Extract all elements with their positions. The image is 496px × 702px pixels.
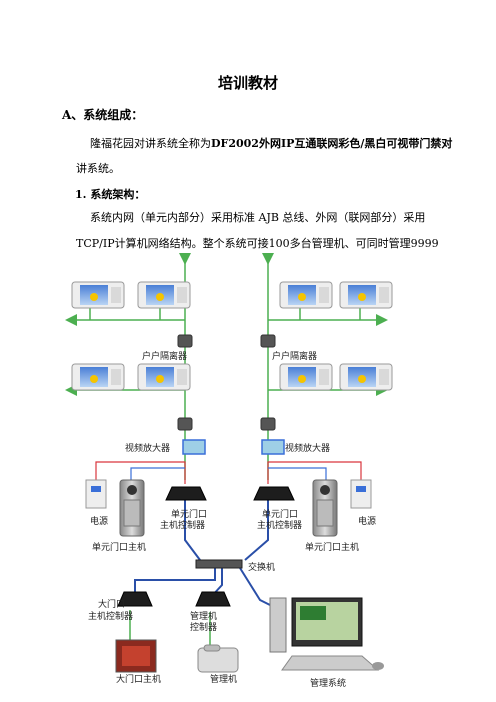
subsection-architecture: 1. 系统架构： (75, 188, 146, 201)
label-gate-controller-1: 大门口 (98, 600, 126, 610)
management-phone-icon (197, 644, 239, 673)
label-mgmt-system: 管理系统 (310, 679, 347, 689)
label-amplifier-left: 视频放大器 (125, 444, 171, 454)
label-isolator-left: 户户隔离器 (142, 352, 188, 362)
label-unit-controller-right-1: 单元门口 (262, 510, 299, 520)
label-power-left: 电源 (90, 517, 109, 527)
label-power-right: 电源 (358, 517, 377, 527)
label-gate-controller-2: 主机控制器 (88, 612, 134, 622)
controller-box-icon (117, 486, 295, 607)
architecture-line2: TCP/IP计算机网络结构。整个系统可接100多台管理机、可同时管理9999 (76, 237, 439, 250)
monitor-icon (137, 281, 191, 309)
indoor-monitors (71, 281, 393, 391)
power-supply-icon (85, 479, 372, 509)
monitor-icon (279, 281, 333, 309)
gate-station-icon (115, 639, 157, 673)
label-amplifier-right: 视频放大器 (285, 444, 331, 454)
label-mgmt-machine: 管理机 (210, 675, 238, 685)
computer-icon (269, 597, 384, 671)
intro-paragraph-line2: 讲系统。 (76, 162, 120, 175)
label-mgmt-controller-2: 控制器 (190, 623, 218, 633)
isolator-icon (177, 334, 276, 431)
intro-text: 隆福花园对讲系统全称为 (90, 137, 211, 150)
monitor-icon (339, 363, 393, 391)
door-station-icon (119, 479, 338, 537)
label-unit-controller-left-1: 单元门口 (171, 510, 208, 520)
wiring (95, 461, 362, 650)
video-amplifier-icon (182, 439, 285, 455)
architecture-line1: 系统内网（单元内部分）采用标准 AJB 总线、外网（联网部分）采用 (90, 211, 426, 224)
intro-paragraph-line1: 隆福花园对讲系统全称为DF2002外网IP互通联网彩色/黑白可视带门禁对 (90, 137, 452, 151)
monitor-icon (339, 281, 393, 309)
system-name: DF2002外网IP互通联网彩色/黑白可视带门禁对 (211, 137, 453, 150)
label-gate-host: 大门口主机 (116, 675, 162, 685)
label-isolator-right: 户户隔离器 (272, 352, 318, 362)
label-unit-controller-left-2: 主机控制器 (160, 521, 206, 531)
label-unit-host-right: 单元门口主机 (305, 543, 360, 553)
monitor-icon (279, 363, 333, 391)
page-title: 培训教材 (217, 74, 278, 92)
label-switch: 交换机 (248, 563, 276, 573)
monitor-icon (71, 281, 125, 309)
monitor-icon (71, 363, 125, 391)
label-unit-host-left: 单元门口主机 (92, 543, 147, 553)
label-unit-controller-right-2: 主机控制器 (257, 521, 303, 531)
network-switch-icon (195, 559, 243, 569)
section-a-heading: A、系统组成： (62, 108, 144, 122)
monitor-icon (137, 363, 191, 391)
label-mgmt-controller-1: 管理机 (190, 612, 218, 622)
